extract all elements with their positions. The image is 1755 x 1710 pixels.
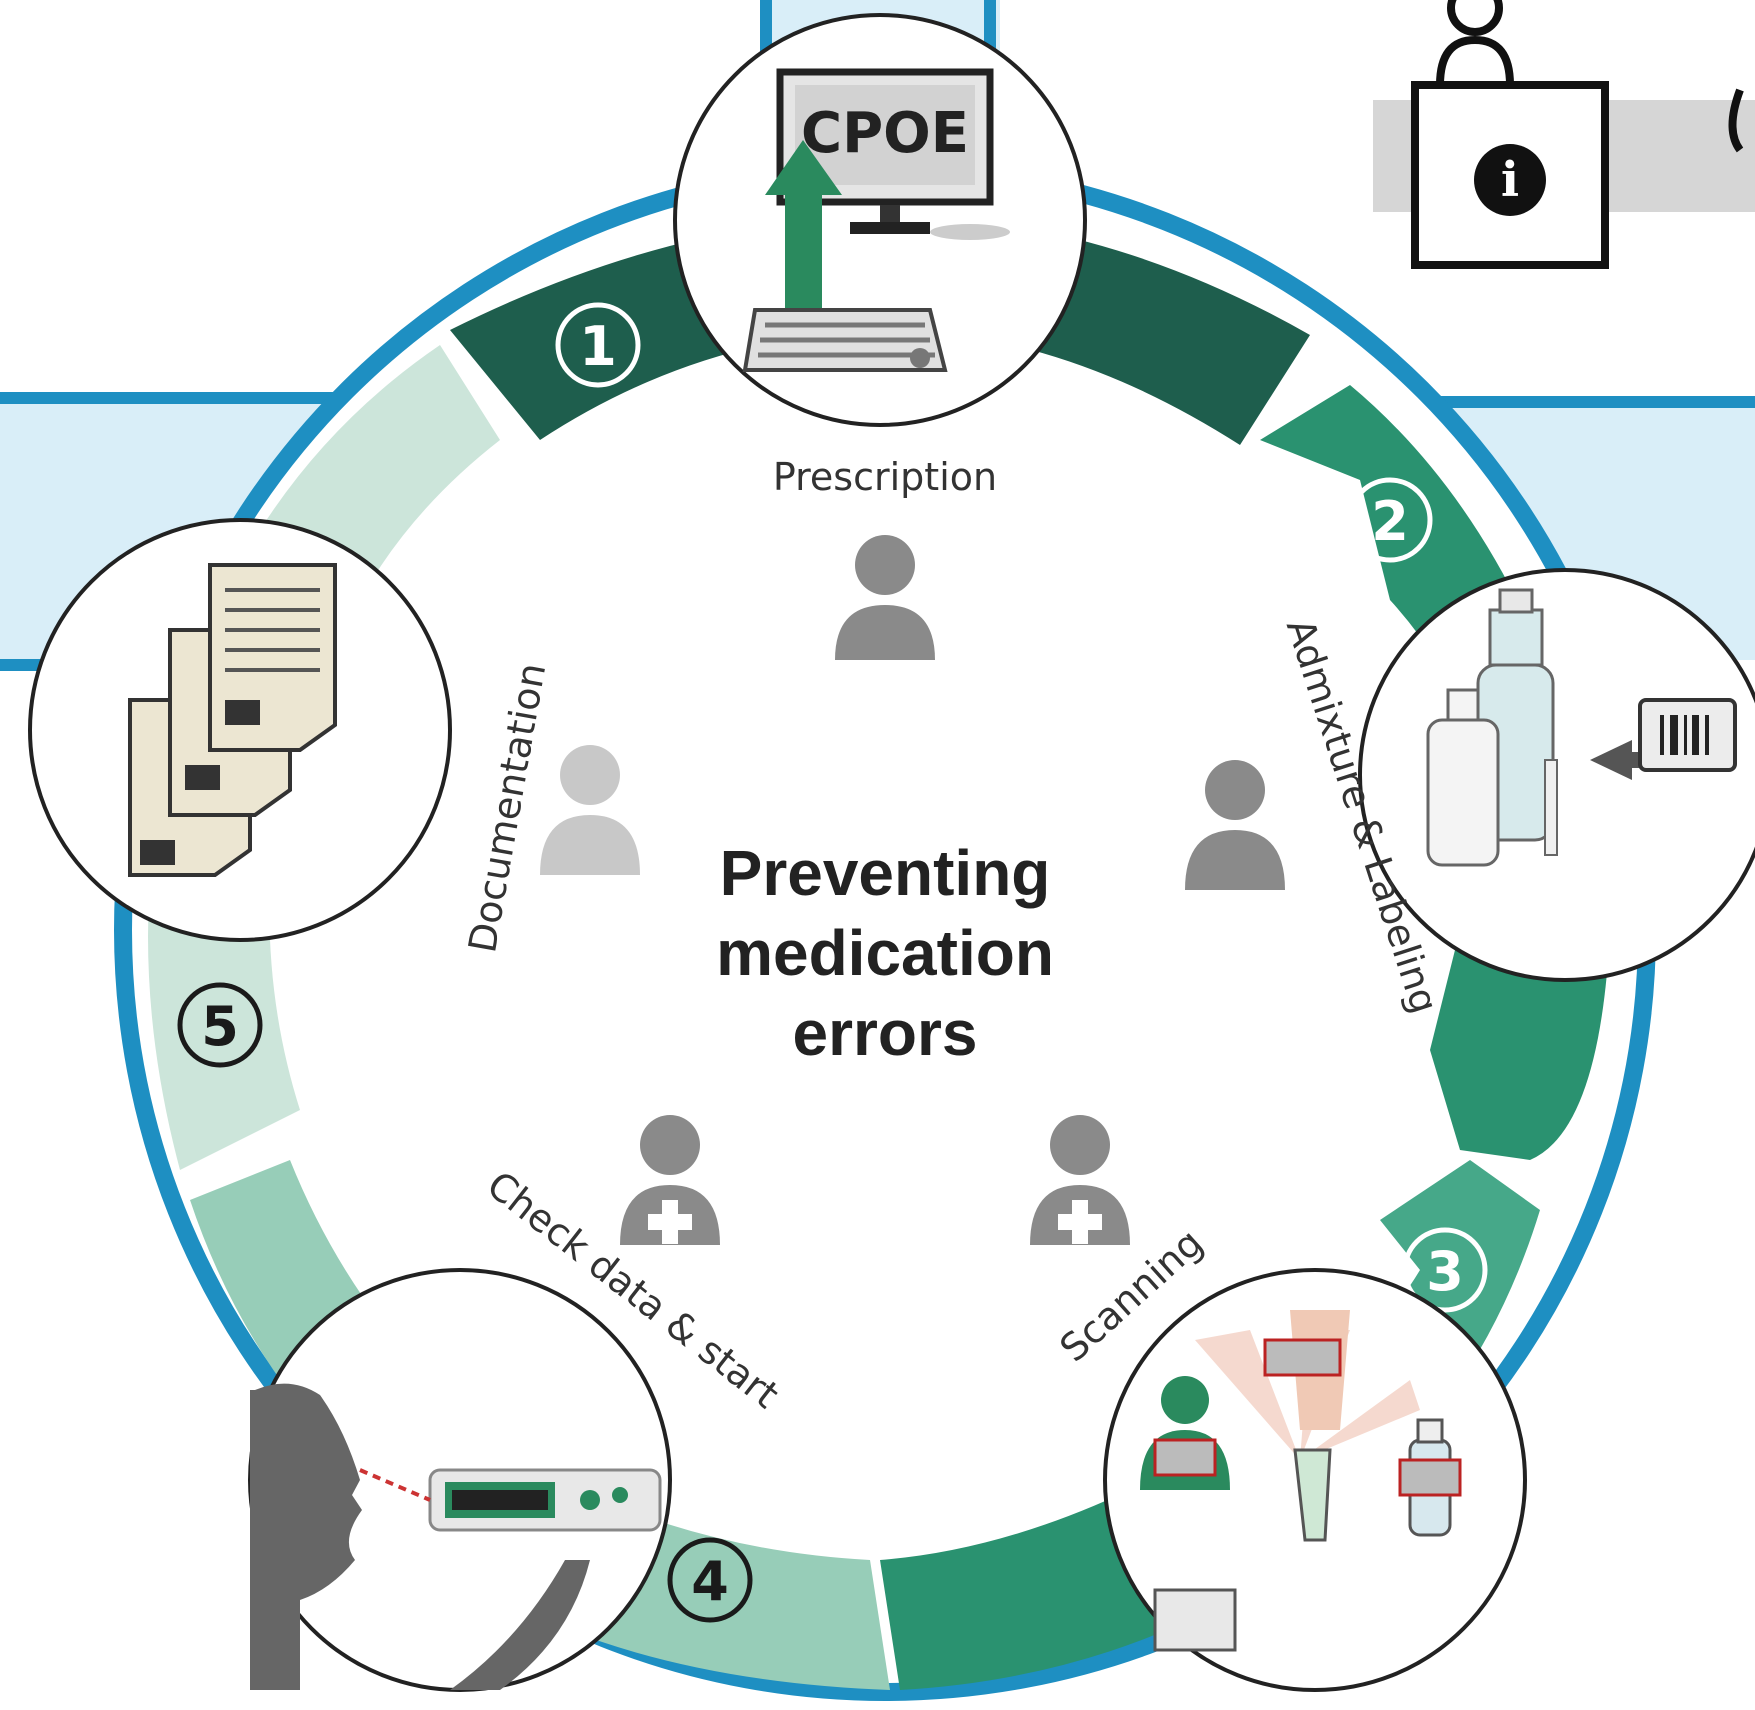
role-icons [540, 535, 1285, 1245]
center-title: Preventing medication errors [716, 837, 1054, 1069]
step-2-number: 2 [1371, 490, 1409, 553]
step-3-badge [1402, 1227, 1488, 1313]
nurse-icon-right [1030, 1115, 1130, 1245]
keyboard-icon [742, 308, 948, 372]
arc-step-5 [148, 880, 300, 1170]
step-2-badge [1347, 477, 1433, 563]
green-arrow-icon [765, 140, 842, 310]
bottles-icon [1426, 588, 1558, 867]
step-4-number: 4 [691, 1550, 729, 1613]
documentation-circle [28, 518, 452, 942]
cpoe-label: CPOE [801, 101, 969, 166]
center-title-line-1: Preventing [720, 837, 1051, 909]
nurse-icon-left [620, 1115, 720, 1245]
pump-device-icon [1153, 1588, 1237, 1652]
arc-step-2b [1430, 930, 1610, 1160]
bottles-circle [1358, 568, 1755, 982]
bottle-scan-icon [1398, 1418, 1462, 1537]
step-4-badge [667, 1537, 753, 1623]
infusion-pump-icon [359, 1468, 662, 1532]
check-data-circle [248, 1268, 672, 1692]
label-prescription: Prescription [773, 455, 997, 499]
center-title-line-3: errors [793, 997, 978, 1069]
center-title-line-2: medication [716, 917, 1054, 989]
person-silhouette-icon [250, 1383, 590, 1690]
step-image-circles: CPOE [28, 13, 1755, 1692]
step-1-badge [555, 302, 641, 388]
documents-icon [128, 563, 337, 877]
doctor-icon [835, 535, 935, 660]
info-icon-glyph: i [1501, 152, 1519, 208]
info-figure: i [1411, 0, 1744, 269]
cpoe-circle: CPOE [673, 13, 1087, 427]
info-icon [1474, 144, 1546, 216]
scanning-circle [1103, 1268, 1527, 1692]
nurse-scanning-icon [1140, 1376, 1230, 1490]
pharmacist-icon [1185, 760, 1285, 890]
documentation-person-icon [540, 745, 640, 875]
step-1-number: 1 [579, 315, 617, 378]
step-5-badge [177, 982, 263, 1068]
step-5-number: 5 [201, 995, 239, 1058]
wristband-icon [1263, 1310, 1350, 1430]
step-3-number: 3 [1426, 1240, 1464, 1303]
cpoe-monitor-icon: CPOE [776, 68, 1010, 240]
barcode-icon [1590, 698, 1737, 780]
step-numbers: 1 2 3 4 5 [177, 302, 1488, 1623]
